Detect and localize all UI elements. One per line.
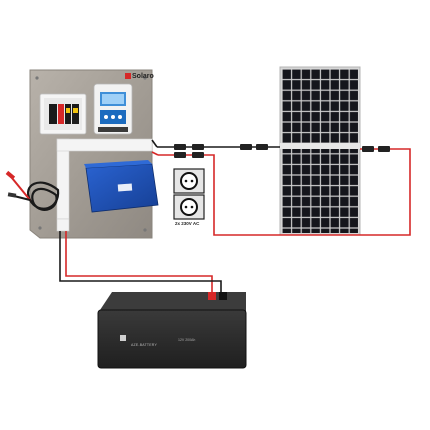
brand-logo-text: Solaro [132,73,154,80]
battery [97,292,247,369]
battery-cable-coil [5,170,60,211]
battery-wire-negative [59,231,222,296]
mc4-connectors [174,144,390,158]
battery-wire-positive [65,231,213,296]
cable-duct [56,138,153,232]
ac-sockets [173,168,205,220]
charge-controller [93,83,133,135]
battery-brand-label: AZE-BATTERY [131,343,157,347]
brand-logo: Solaro [125,73,154,80]
inverter [84,160,159,213]
breaker-box [39,93,87,135]
logo-icon [125,73,131,79]
pv-wire-positive [151,148,411,236]
socket-caption: 2x 230V AC [175,221,200,226]
battery-spec-label: 12V 200Ah [178,338,196,342]
solar-panel [279,66,361,236]
